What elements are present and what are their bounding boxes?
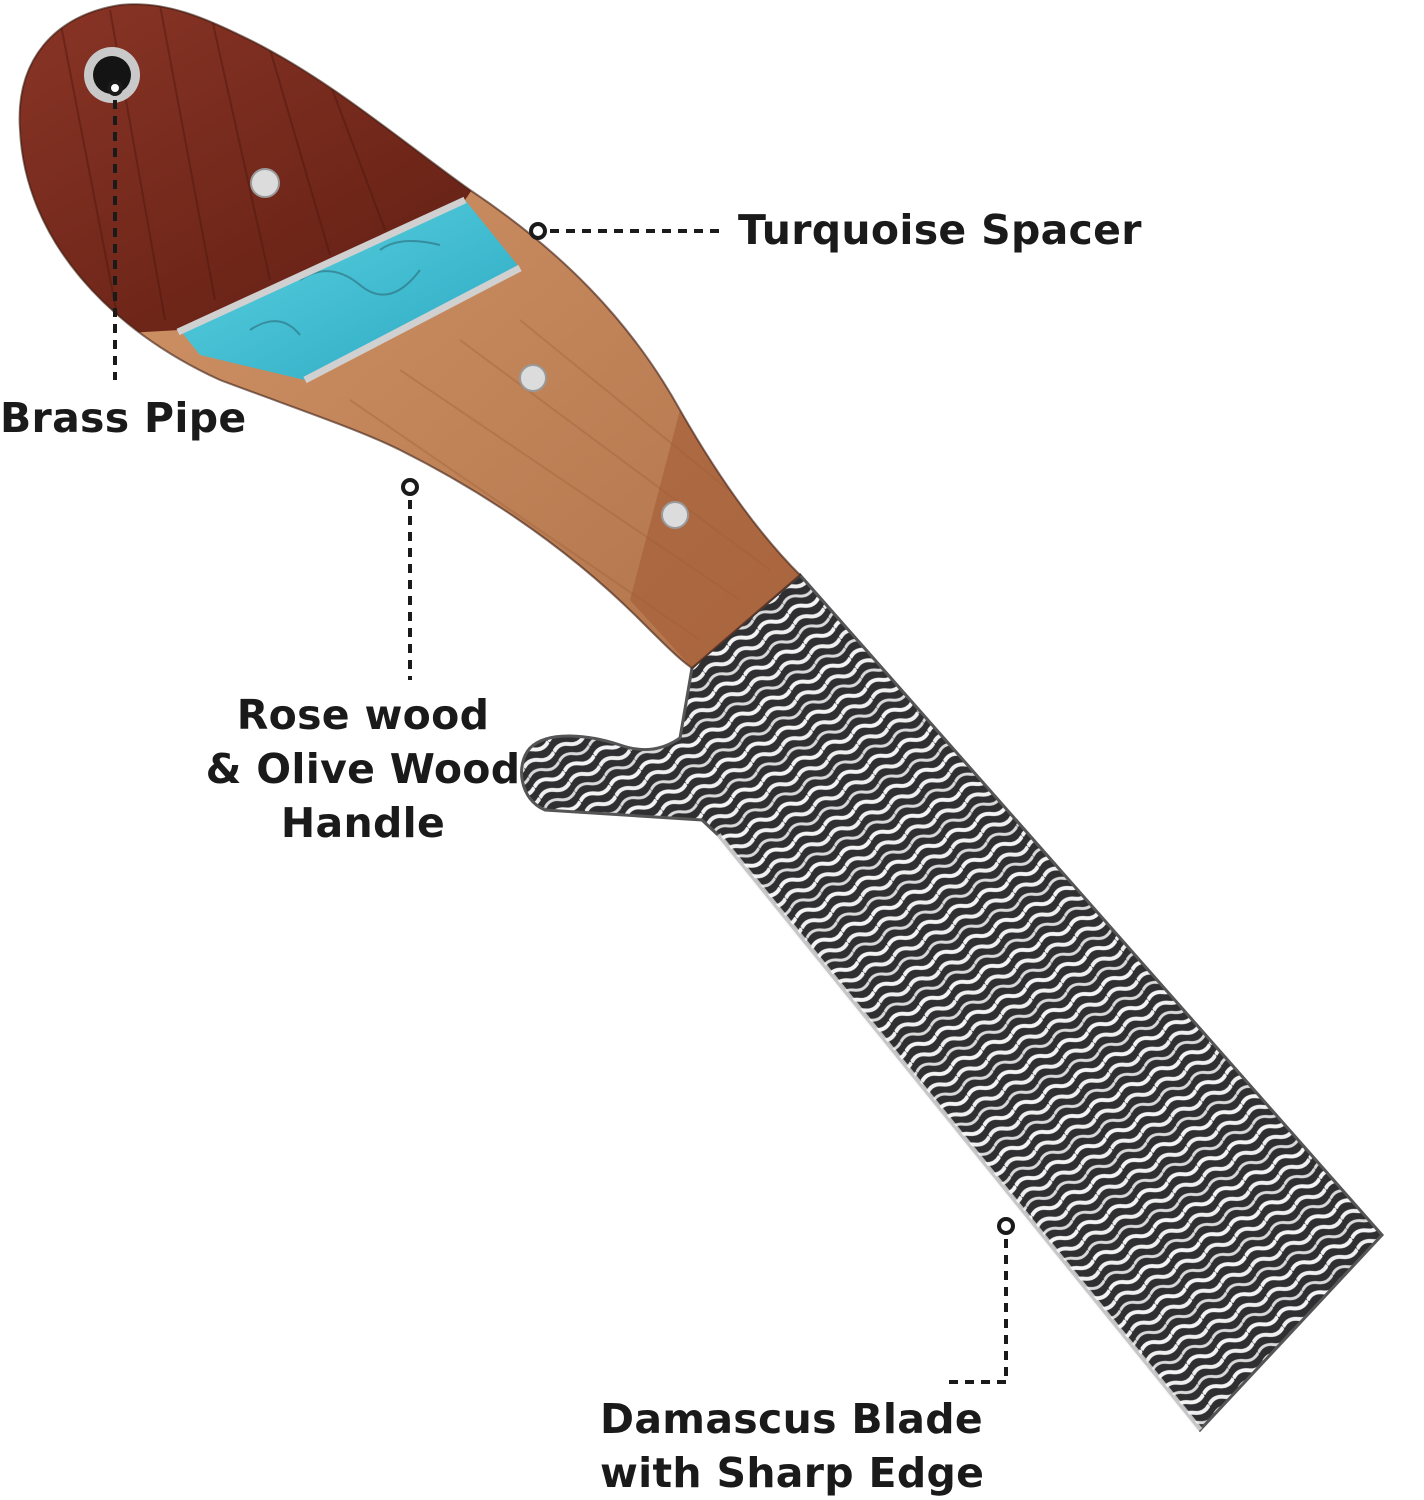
label-blade-line1: Damascus Blade <box>600 1395 983 1443</box>
knife-handle <box>18 3 802 670</box>
label-handle-line3: Handle <box>280 799 446 847</box>
damascus-blade <box>520 572 1385 1433</box>
handle-pins <box>250 168 689 529</box>
callout-brass <box>107 80 123 380</box>
callout-handle <box>401 478 419 680</box>
label-blade: Damascus Blade with Sharp Edge <box>600 1392 984 1500</box>
callout-blade <box>945 1217 1015 1384</box>
label-brass-pipe: Brass Pipe <box>0 391 246 445</box>
label-handle-line1: Rose wood <box>236 691 490 739</box>
label-handle: Rose wood & Olive Wood Handle <box>200 688 526 850</box>
label-handle-line2: & Olive Wood <box>205 745 521 793</box>
label-blade-line2: with Sharp Edge <box>600 1449 985 1497</box>
callout-turquoise <box>529 222 722 240</box>
label-turquoise-spacer: Turquoise Spacer <box>738 203 1142 257</box>
label-turquoise-spacer-text: Turquoise Spacer <box>738 206 1142 254</box>
label-brass-pipe-text: Brass Pipe <box>0 394 247 442</box>
